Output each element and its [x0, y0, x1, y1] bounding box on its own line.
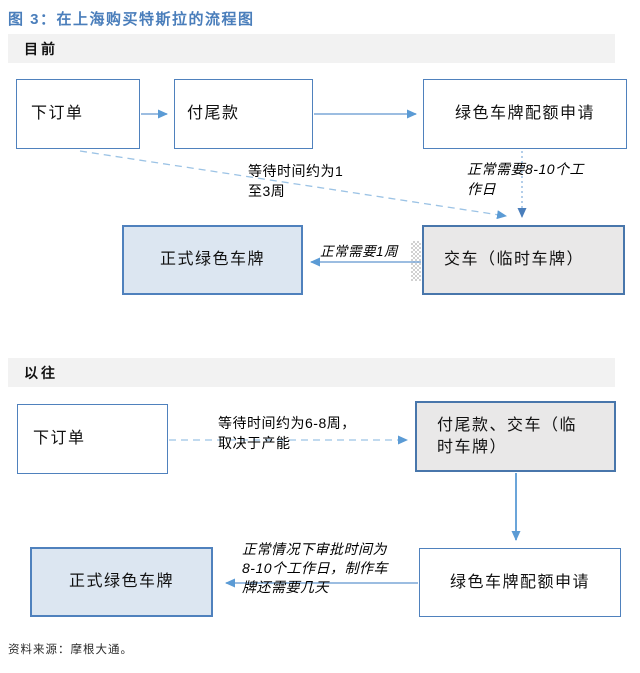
annotation-wait-1-3-weeks: 等待时间约为1 至3周	[248, 163, 344, 199]
node-past-official-plate: 正式绿色车牌	[30, 547, 213, 617]
node-past-pay-and-delivery: 付尾款、交车（临时车牌）	[415, 401, 616, 472]
annotation-need-1-week: 正常需要1周	[320, 244, 399, 259]
node-label: 付尾款	[187, 105, 240, 122]
node-label: 正式绿色车牌	[159, 251, 265, 268]
section-header-past-label: 以往	[24, 364, 58, 381]
node-label: 绿色车牌配额申请	[449, 573, 590, 591]
node-label: 下订单	[33, 430, 86, 447]
node-current-pay-balance: 付尾款	[174, 79, 313, 149]
annotation-wait-6-8-weeks: 等待时间约为6-8周， 取决于产能	[218, 415, 356, 451]
annotation-need-8-10-days: 正常需要8-10个工 作日	[467, 161, 585, 197]
section-header-current-label: 目前	[24, 40, 58, 57]
node-current-quota-application: 绿色车牌配额申请	[423, 79, 627, 149]
node-current-order: 下订单	[16, 79, 140, 149]
node-label: 付尾款、交车（临时车牌）	[437, 416, 578, 456]
anchor-artifact	[411, 241, 421, 281]
section-header-past: 以往	[8, 358, 615, 387]
node-current-official-plate: 正式绿色车牌	[122, 225, 303, 295]
node-label: 绿色车牌配额申请	[454, 105, 595, 122]
node-label: 正式绿色车牌	[68, 573, 174, 590]
node-past-order: 下订单	[17, 404, 168, 474]
node-label: 下订单	[31, 105, 84, 122]
source-note: 资料来源：摩根大通。	[8, 644, 133, 656]
node-label: 交车（临时车牌）	[444, 251, 585, 268]
node-current-delivery: 交车（临时车牌）	[422, 225, 625, 295]
section-header-current: 目前	[8, 34, 615, 63]
node-past-quota-application: 绿色车牌配额申请	[419, 548, 621, 617]
figure-title: 图 3：在上海购买特斯拉的流程图	[8, 11, 255, 28]
annotation-approval-time: 正常情况下审批时间为 8-10个工作日，制作车 牌还需要几天	[242, 541, 389, 595]
